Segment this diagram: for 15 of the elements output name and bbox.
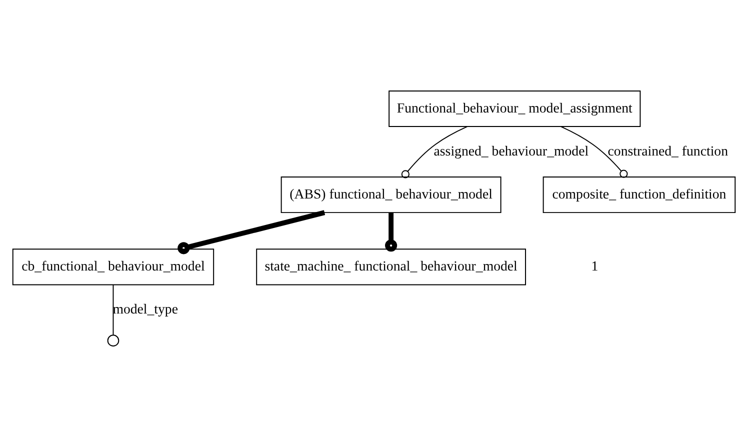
node-box: Functional_behaviour_ model_assignment (388, 90, 641, 128)
edge-label: model_type (112, 302, 178, 317)
connector (401, 126, 468, 178)
connector (112, 284, 114, 336)
node-box: state_machine_ functional_ behaviour_model (256, 248, 526, 286)
node-box: composite_ function_definition (542, 176, 736, 214)
label: 1 (591, 258, 598, 274)
node-box: cb_functional_ behaviour_model (12, 248, 214, 286)
connector (560, 126, 628, 178)
node-circle (107, 334, 120, 347)
edge-label: constrained_ function (608, 143, 728, 158)
node-box: (ABS) functional_ behaviour_model (280, 176, 502, 214)
edge-label: assigned_ behaviour_model (434, 143, 589, 158)
connector (385, 212, 398, 252)
connector (178, 210, 326, 254)
